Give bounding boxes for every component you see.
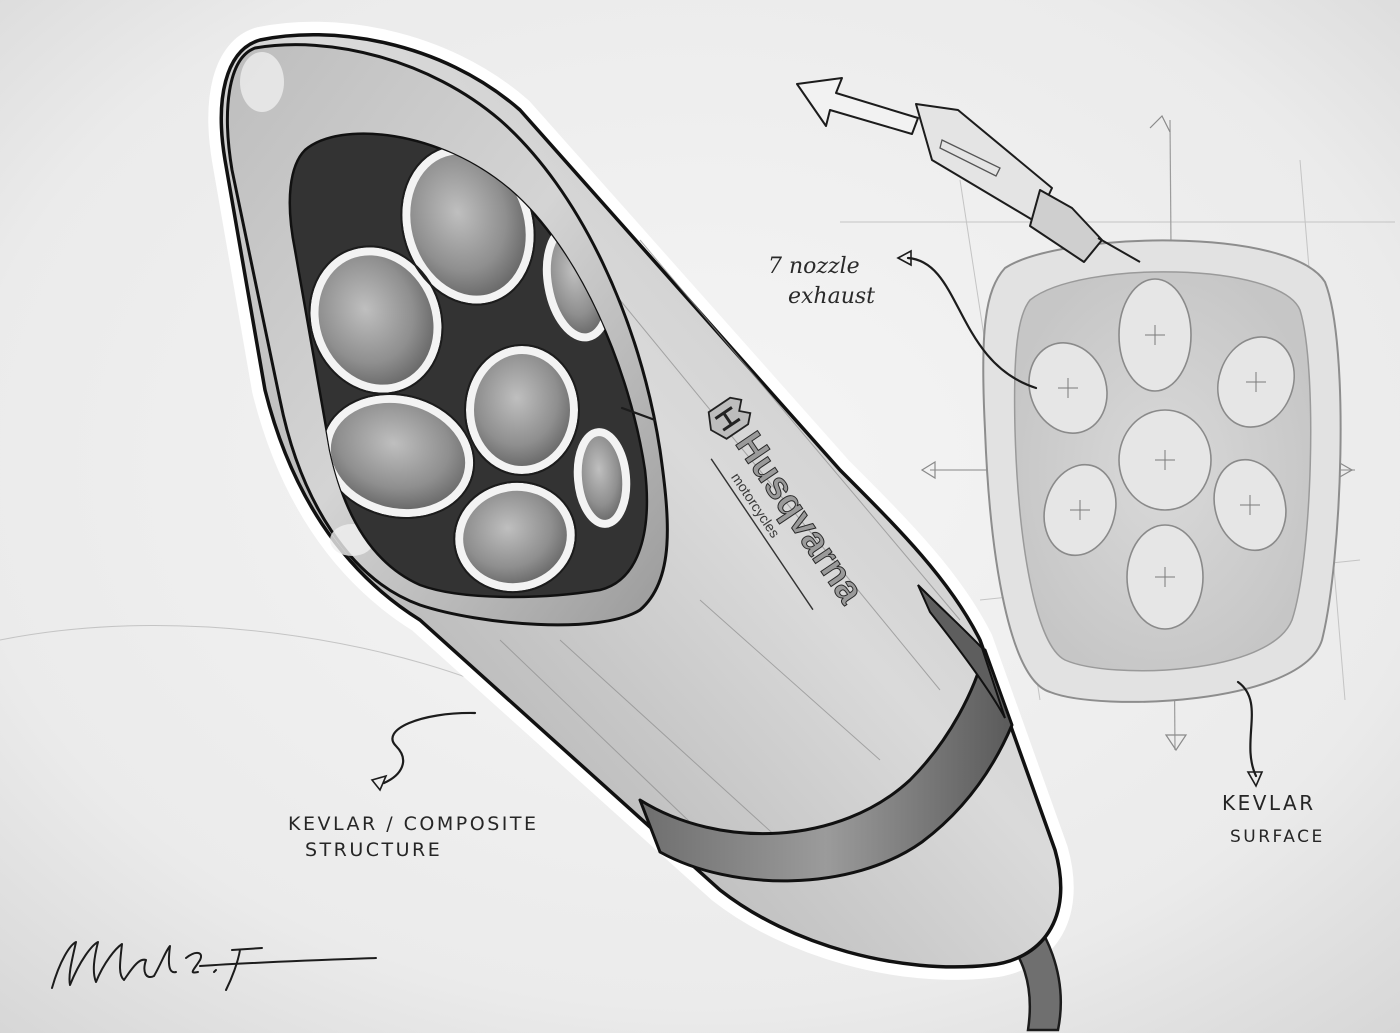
axis-arrow-left-icon — [920, 460, 936, 480]
nozzle-note-line1: 7 nozzle — [768, 254, 860, 279]
leader-arrow-icon — [1246, 771, 1264, 788]
surface-annotation: KEVLAR SURFACE — [1222, 680, 1325, 847]
nozzle-top — [402, 146, 534, 304]
front-view-sketch — [840, 114, 1395, 752]
axis-arrow-up-icon — [1149, 114, 1171, 133]
nozzle-upper-left — [310, 247, 442, 393]
nozzle-cluster — [308, 144, 631, 594]
axis-arrow-down-icon — [1164, 734, 1188, 752]
husqvarna-crest-icon — [707, 396, 752, 440]
structure-note-line1: KEVLAR / COMPOSITE — [288, 813, 538, 835]
surface-leader-line — [1236, 680, 1258, 778]
nozzle-lower-right — [573, 428, 631, 528]
nozzle-leader-line — [906, 256, 1038, 390]
exhaust-rendering: Husqvarna motorcycles — [208, 21, 1074, 1032]
blade-icon — [915, 103, 1141, 263]
surface-note-line2: SURFACE — [1230, 827, 1325, 847]
arrow-icon — [796, 77, 919, 135]
nozzle-note-line2: exhaust — [788, 284, 875, 309]
surface-note-line1: KEVLAR — [1222, 791, 1316, 815]
structure-annotation: KEVLAR / COMPOSITE STRUCTURE — [288, 711, 538, 861]
leader-arrow-icon — [896, 249, 912, 267]
collar-band-side — [917, 584, 1006, 719]
collar-band — [638, 648, 1014, 883]
structure-note-line2: STRUCTURE — [305, 839, 442, 861]
leader-arrow-icon — [370, 774, 388, 792]
nozzle-center — [466, 346, 578, 474]
rim-highlight — [240, 52, 284, 112]
structure-leader-line — [382, 711, 477, 785]
artist-signature — [51, 941, 377, 991]
nozzle-bottom — [455, 482, 575, 592]
nozzle-lower-left — [322, 394, 474, 518]
nozzle-leader-tick — [620, 406, 657, 422]
nozzle-annotation: 7 nozzle exhaust — [768, 249, 1038, 390]
